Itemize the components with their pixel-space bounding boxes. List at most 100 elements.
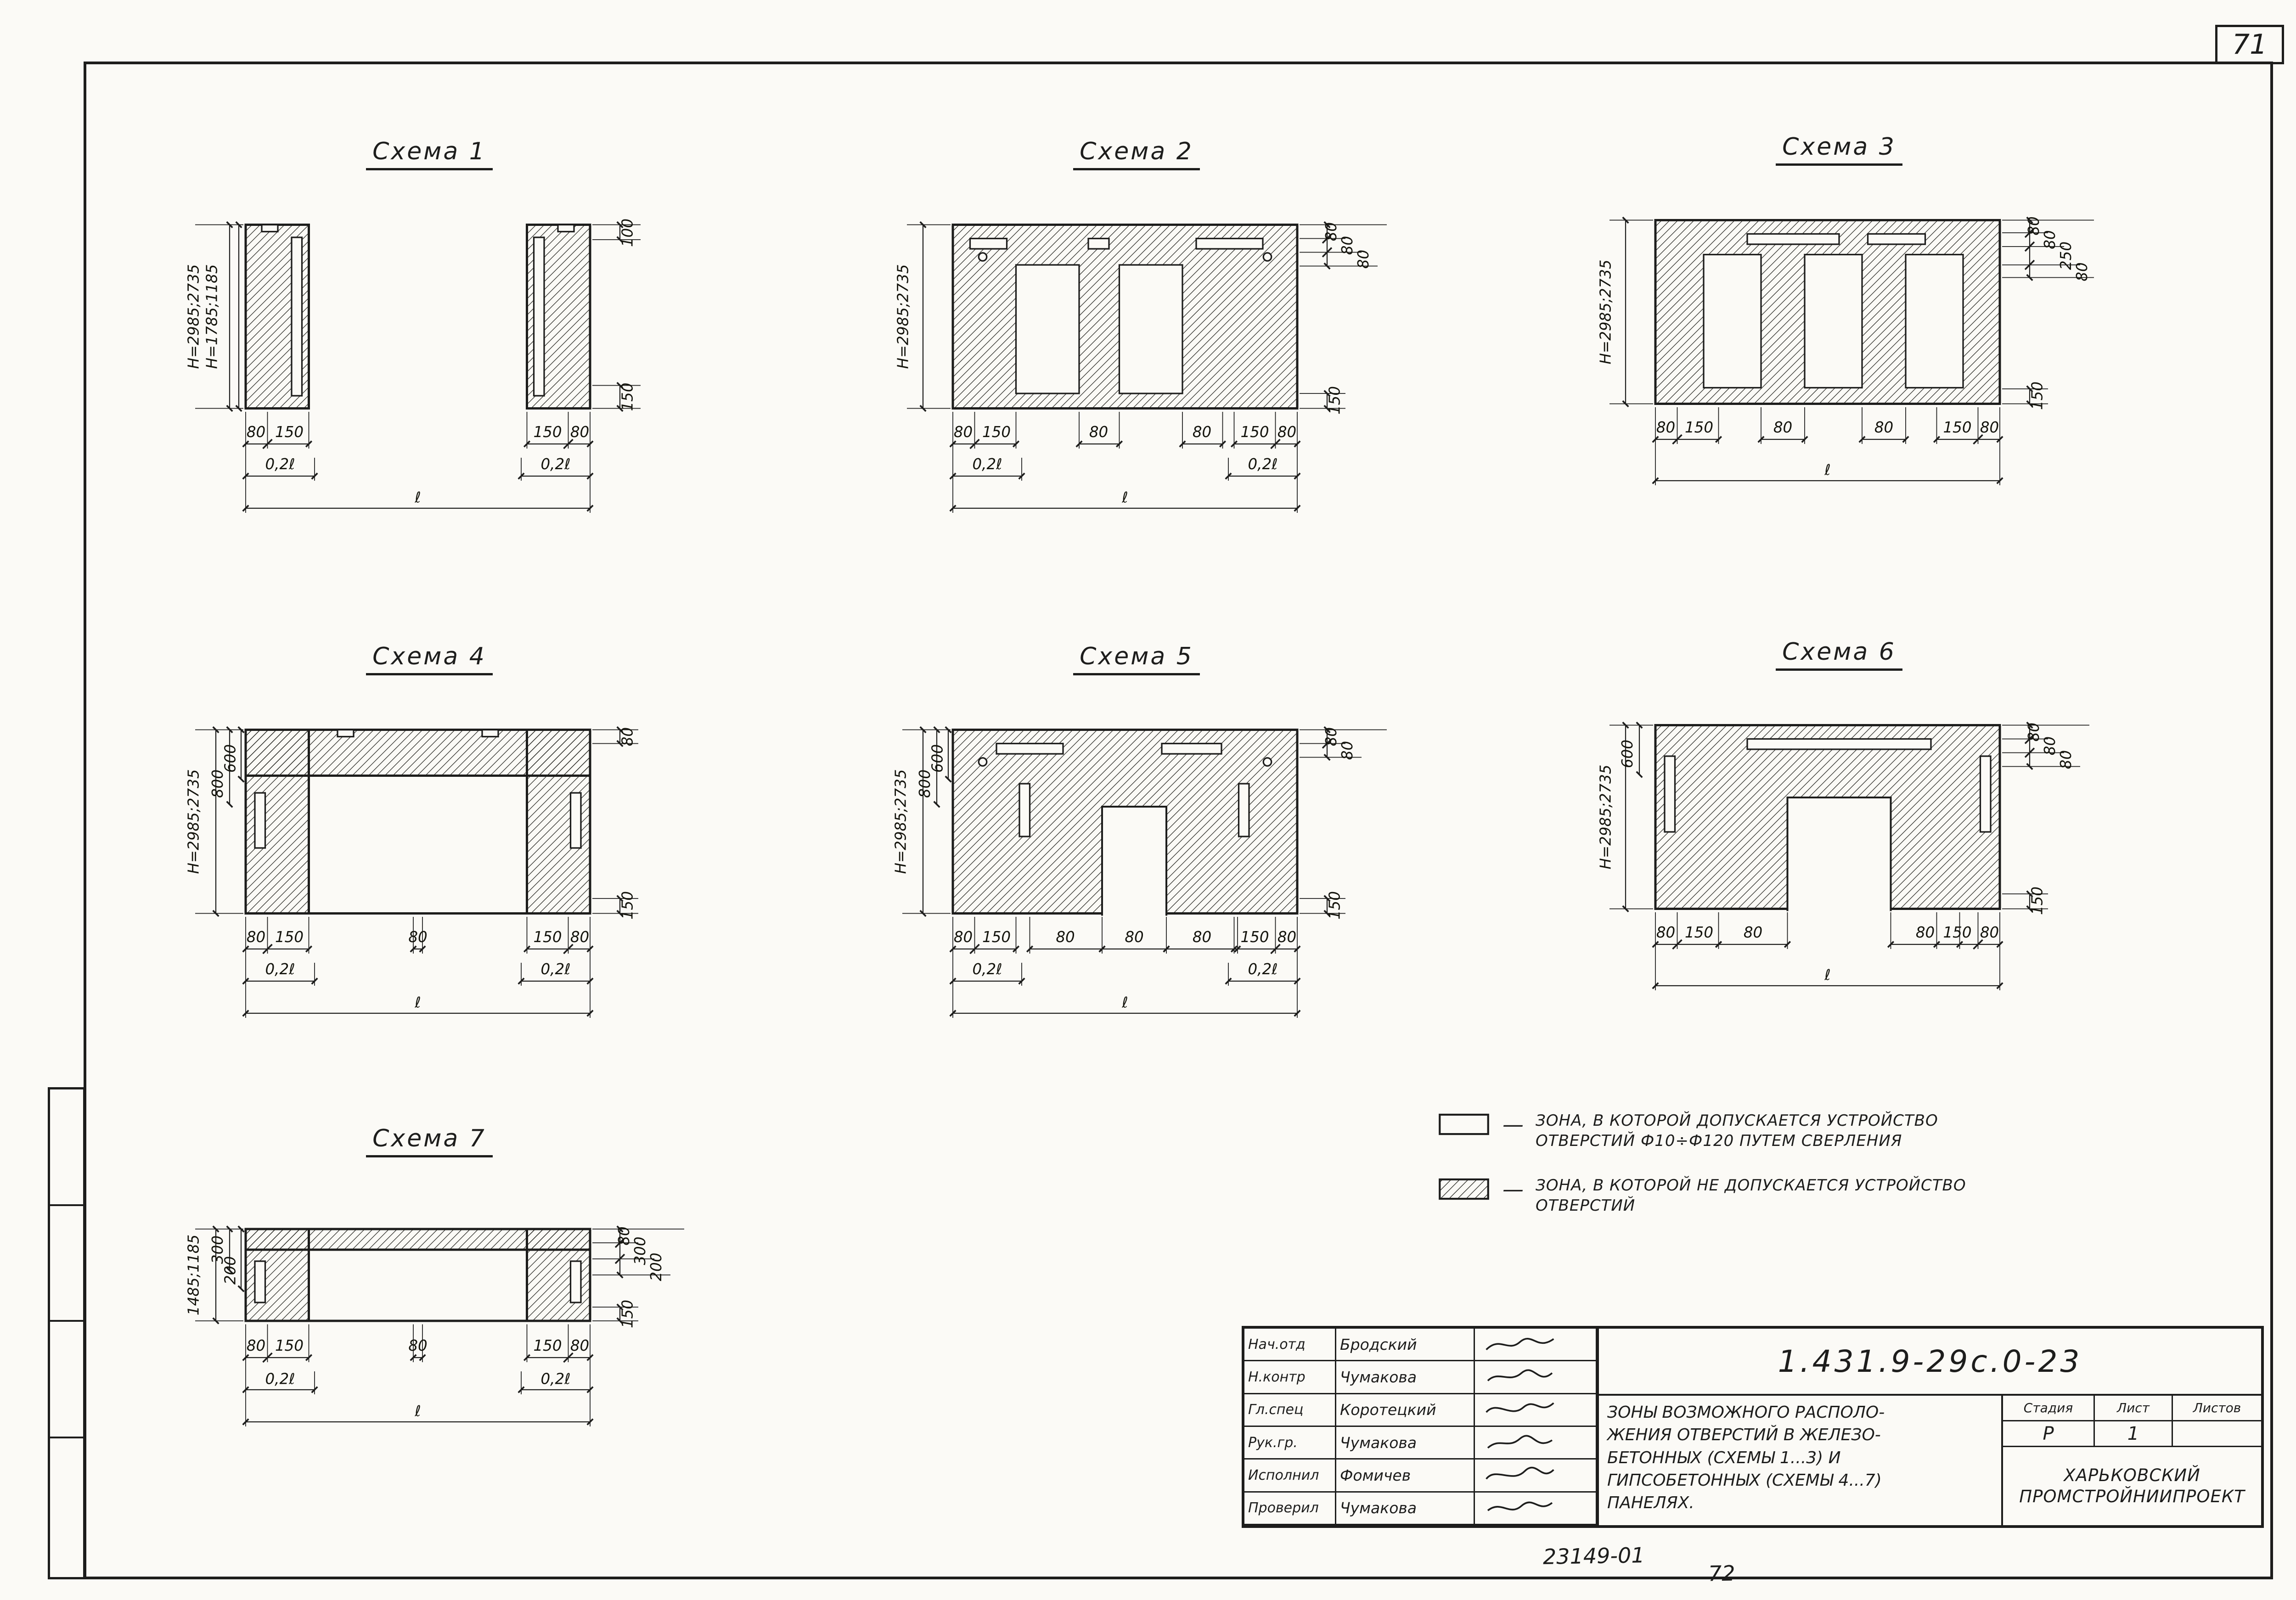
signature-mark bbox=[1486, 1402, 1554, 1413]
signature-cell bbox=[1475, 1427, 1597, 1460]
panel-shapes bbox=[244, 729, 591, 915]
dim-label: 80 bbox=[408, 1337, 427, 1354]
extension-lines bbox=[195, 729, 638, 1018]
allowed-zone bbox=[1746, 233, 1840, 245]
scheme-5-drawing: Н=2985;2735 800 600 80 80 150 80 150 80 … bbox=[892, 726, 1387, 1018]
legend-item-forbidden: — ЗОНА, В КОТОРОЙ НЕ ДОПУСКАЕТСЯ УСТРОЙС… bbox=[1437, 1176, 2245, 1216]
dim-label: Н=2985;2735 bbox=[185, 769, 203, 874]
dim-label: 150 bbox=[982, 423, 1011, 441]
dim-label: 600 bbox=[222, 744, 239, 773]
dim-label: 150 bbox=[533, 423, 562, 441]
name-cell: Чумакова bbox=[1336, 1427, 1475, 1460]
allowed-zone bbox=[1161, 742, 1222, 755]
name-cell: Бродский bbox=[1336, 1329, 1475, 1362]
dim-label: 80 bbox=[1193, 423, 1211, 441]
left-margin-table bbox=[48, 1087, 85, 1579]
name-cell: Чумакова bbox=[1336, 1361, 1475, 1394]
dim-label: 0,2ℓ bbox=[972, 455, 1002, 473]
dim-label: 250 bbox=[2057, 241, 2075, 270]
allowed-zone bbox=[1664, 755, 1676, 833]
scheme-4: Схема 4 bbox=[165, 643, 693, 1034]
signature-mark bbox=[1487, 1370, 1553, 1382]
scheme-3-drawing: Н=2985;2735 80 80 250 80 150 80 150 80 8… bbox=[1597, 216, 2094, 485]
dim-label: 80 bbox=[247, 423, 265, 441]
allowed-zone bbox=[308, 775, 528, 915]
allowed-zone bbox=[996, 742, 1064, 755]
scheme-2-drawing: Н=2985;2735 80 80 80 150 80 150 80 80 15… bbox=[895, 221, 1387, 513]
sheet-header-cell: Лист bbox=[2095, 1396, 2173, 1421]
name-cell: Чумакова bbox=[1336, 1492, 1475, 1525]
sheets-value-cell bbox=[2173, 1421, 2261, 1447]
dim-label: 80 bbox=[1773, 419, 1792, 436]
allowed-zone bbox=[1804, 253, 1863, 389]
dim-label: 80 bbox=[408, 928, 427, 946]
scheme-5-title: Схема 5 bbox=[872, 643, 1401, 675]
dim-label: 80 bbox=[1056, 928, 1075, 946]
dim-label: 80 bbox=[1980, 419, 1999, 436]
dim-label: 1485;1185 bbox=[185, 1235, 203, 1315]
role-cell: Нач.отд bbox=[1244, 1329, 1336, 1362]
scheme-2: Схема 2 bbox=[872, 138, 1401, 529]
allowed-zone bbox=[1867, 233, 1926, 245]
door-opening bbox=[1787, 797, 1891, 911]
allowed-zone bbox=[569, 1260, 582, 1303]
scheme-title-text: Схема 1 bbox=[366, 138, 493, 170]
dim-label: 150 bbox=[275, 928, 304, 946]
dim-label: 200 bbox=[647, 1252, 665, 1281]
dim-label: 0,2ℓ bbox=[265, 455, 295, 473]
dim-label: Н=2985;2735 bbox=[1597, 764, 1615, 869]
lifting-hole bbox=[978, 757, 988, 767]
dim-label: 0,2ℓ bbox=[540, 455, 570, 473]
dim-label: 80 bbox=[1322, 222, 1340, 241]
allowed-zone-symbol bbox=[1439, 1113, 1489, 1135]
legend: — ЗОНА, В КОТОРОЙ ДОПУСКАЕТСЯ УСТРОЙСТВО… bbox=[1437, 1111, 2245, 1241]
dim-label: ℓ bbox=[1824, 966, 1830, 984]
dim-label: 150 bbox=[982, 928, 1011, 946]
forbidden-zone-symbol bbox=[1439, 1178, 1489, 1200]
divider bbox=[50, 1437, 83, 1438]
dim-label: 200 bbox=[222, 1256, 239, 1285]
dimension-lines bbox=[1622, 216, 2035, 484]
dim-label: 80 bbox=[615, 1226, 633, 1245]
dim-label: 80 bbox=[2057, 750, 2075, 769]
dim-label: Н=2985;2735 bbox=[895, 264, 912, 369]
handwritten-note-left: 23149-01 bbox=[1542, 1543, 1645, 1569]
title-block: Нач.отд Бродский Н.контр Чумакова Гл.спе… bbox=[1242, 1326, 2264, 1528]
signature-mark bbox=[1487, 1435, 1553, 1449]
signature-cell bbox=[1475, 1460, 1597, 1493]
stage-header-row: Стадия Лист Листов bbox=[2003, 1396, 2261, 1421]
role-cell: Исполнил bbox=[1244, 1460, 1336, 1493]
dim-label: ℓ bbox=[414, 489, 421, 506]
dim-label: 80 bbox=[2025, 216, 2043, 235]
scheme-4-title: Схема 4 bbox=[165, 643, 693, 675]
signature-cell bbox=[1475, 1492, 1597, 1525]
dim-label: ℓ bbox=[414, 1403, 421, 1420]
title-block-right: 1.431.9-29с.0-23 ЗОНЫ ВОЗМОЖНОГО РАСПОЛО… bbox=[1597, 1329, 2261, 1525]
allowed-zone bbox=[308, 1249, 528, 1322]
scheme-title-text: Схема 6 bbox=[1776, 638, 1902, 671]
dim-label: ℓ bbox=[1121, 994, 1128, 1011]
dim-label: 80 bbox=[1339, 741, 1356, 760]
scheme-6: Схема 6 bbox=[1575, 638, 2103, 1029]
stage-values-row: Р 1 bbox=[2003, 1421, 2261, 1447]
role-cell: Н.контр bbox=[1244, 1361, 1336, 1394]
name-cell: Фомичев bbox=[1336, 1460, 1475, 1493]
dimension-lines bbox=[212, 726, 624, 1017]
dim-label: 80 bbox=[1656, 924, 1675, 941]
dim-label: 80 bbox=[954, 928, 973, 946]
dim-label: 0,2ℓ bbox=[540, 960, 570, 978]
door-outline bbox=[1101, 806, 1167, 916]
scheme-1-drawing: Н=2985;2735 Н=1785;1185 100 150 80 150 1… bbox=[185, 219, 641, 513]
allowed-zone bbox=[1019, 783, 1031, 837]
allowed-zone bbox=[1087, 237, 1110, 250]
drawing-frame bbox=[84, 62, 2273, 1579]
lifting-hole bbox=[1262, 252, 1272, 262]
dim-label: 80 bbox=[247, 1337, 265, 1354]
role-cell: Проверил bbox=[1244, 1492, 1336, 1525]
scheme-3-title: Схема 3 bbox=[1575, 133, 2103, 166]
dim-label: 0,2ℓ bbox=[1248, 455, 1277, 473]
dim-label: 80 bbox=[1355, 250, 1372, 269]
dim-label: 80 bbox=[570, 423, 589, 441]
scheme-title-text: Схема 5 bbox=[1073, 643, 1200, 675]
dim-label: 80 bbox=[1916, 924, 1935, 941]
